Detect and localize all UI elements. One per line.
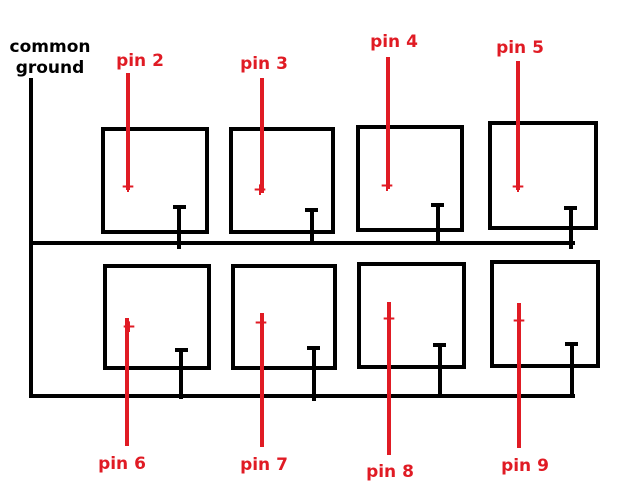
plus-symbol: + — [254, 313, 268, 333]
plus-symbol: + — [253, 180, 267, 200]
pin-label: pin 2 — [116, 51, 164, 71]
cell-box — [101, 127, 209, 234]
cell-box — [488, 121, 598, 230]
cell-box — [490, 260, 600, 368]
cell-pin-3: + pin 3 — [229, 54, 335, 243]
pin-label: pin 4 — [370, 32, 418, 52]
plus-symbol: + — [121, 177, 135, 197]
cell-pin-7: + pin 7 — [231, 264, 337, 475]
cell-pin-8: + pin 8 — [357, 262, 466, 482]
cell-box — [229, 127, 335, 234]
pin-label: pin 3 — [240, 54, 288, 74]
cell-pin-9: + pin 9 — [490, 260, 600, 476]
plus-symbol: + — [380, 176, 394, 196]
plus-symbol: + — [511, 177, 525, 197]
cell-pin-6: + pin 6 — [98, 264, 211, 474]
cell-box — [103, 264, 211, 370]
pin-label: pin 5 — [496, 38, 544, 58]
cell-pin-5: + pin 5 — [488, 38, 598, 249]
ground-wires — [29, 78, 575, 398]
cell-pin-4: + pin 4 — [356, 32, 464, 243]
plus-symbol: + — [512, 311, 526, 331]
cell-box — [356, 125, 464, 232]
plus-symbol: + — [122, 317, 136, 337]
pin-label: pin 7 — [240, 455, 288, 475]
cell-pin-2: + pin 2 — [101, 51, 209, 249]
pin-label: pin 9 — [501, 456, 549, 476]
ground-label-line1: common — [10, 37, 91, 57]
cell-box — [357, 262, 466, 369]
pin-label: pin 6 — [98, 454, 146, 474]
cell-box — [231, 264, 337, 370]
pin-label: pin 8 — [366, 462, 414, 482]
ground-label-line2: ground — [16, 58, 85, 78]
plus-symbol: + — [382, 309, 396, 329]
